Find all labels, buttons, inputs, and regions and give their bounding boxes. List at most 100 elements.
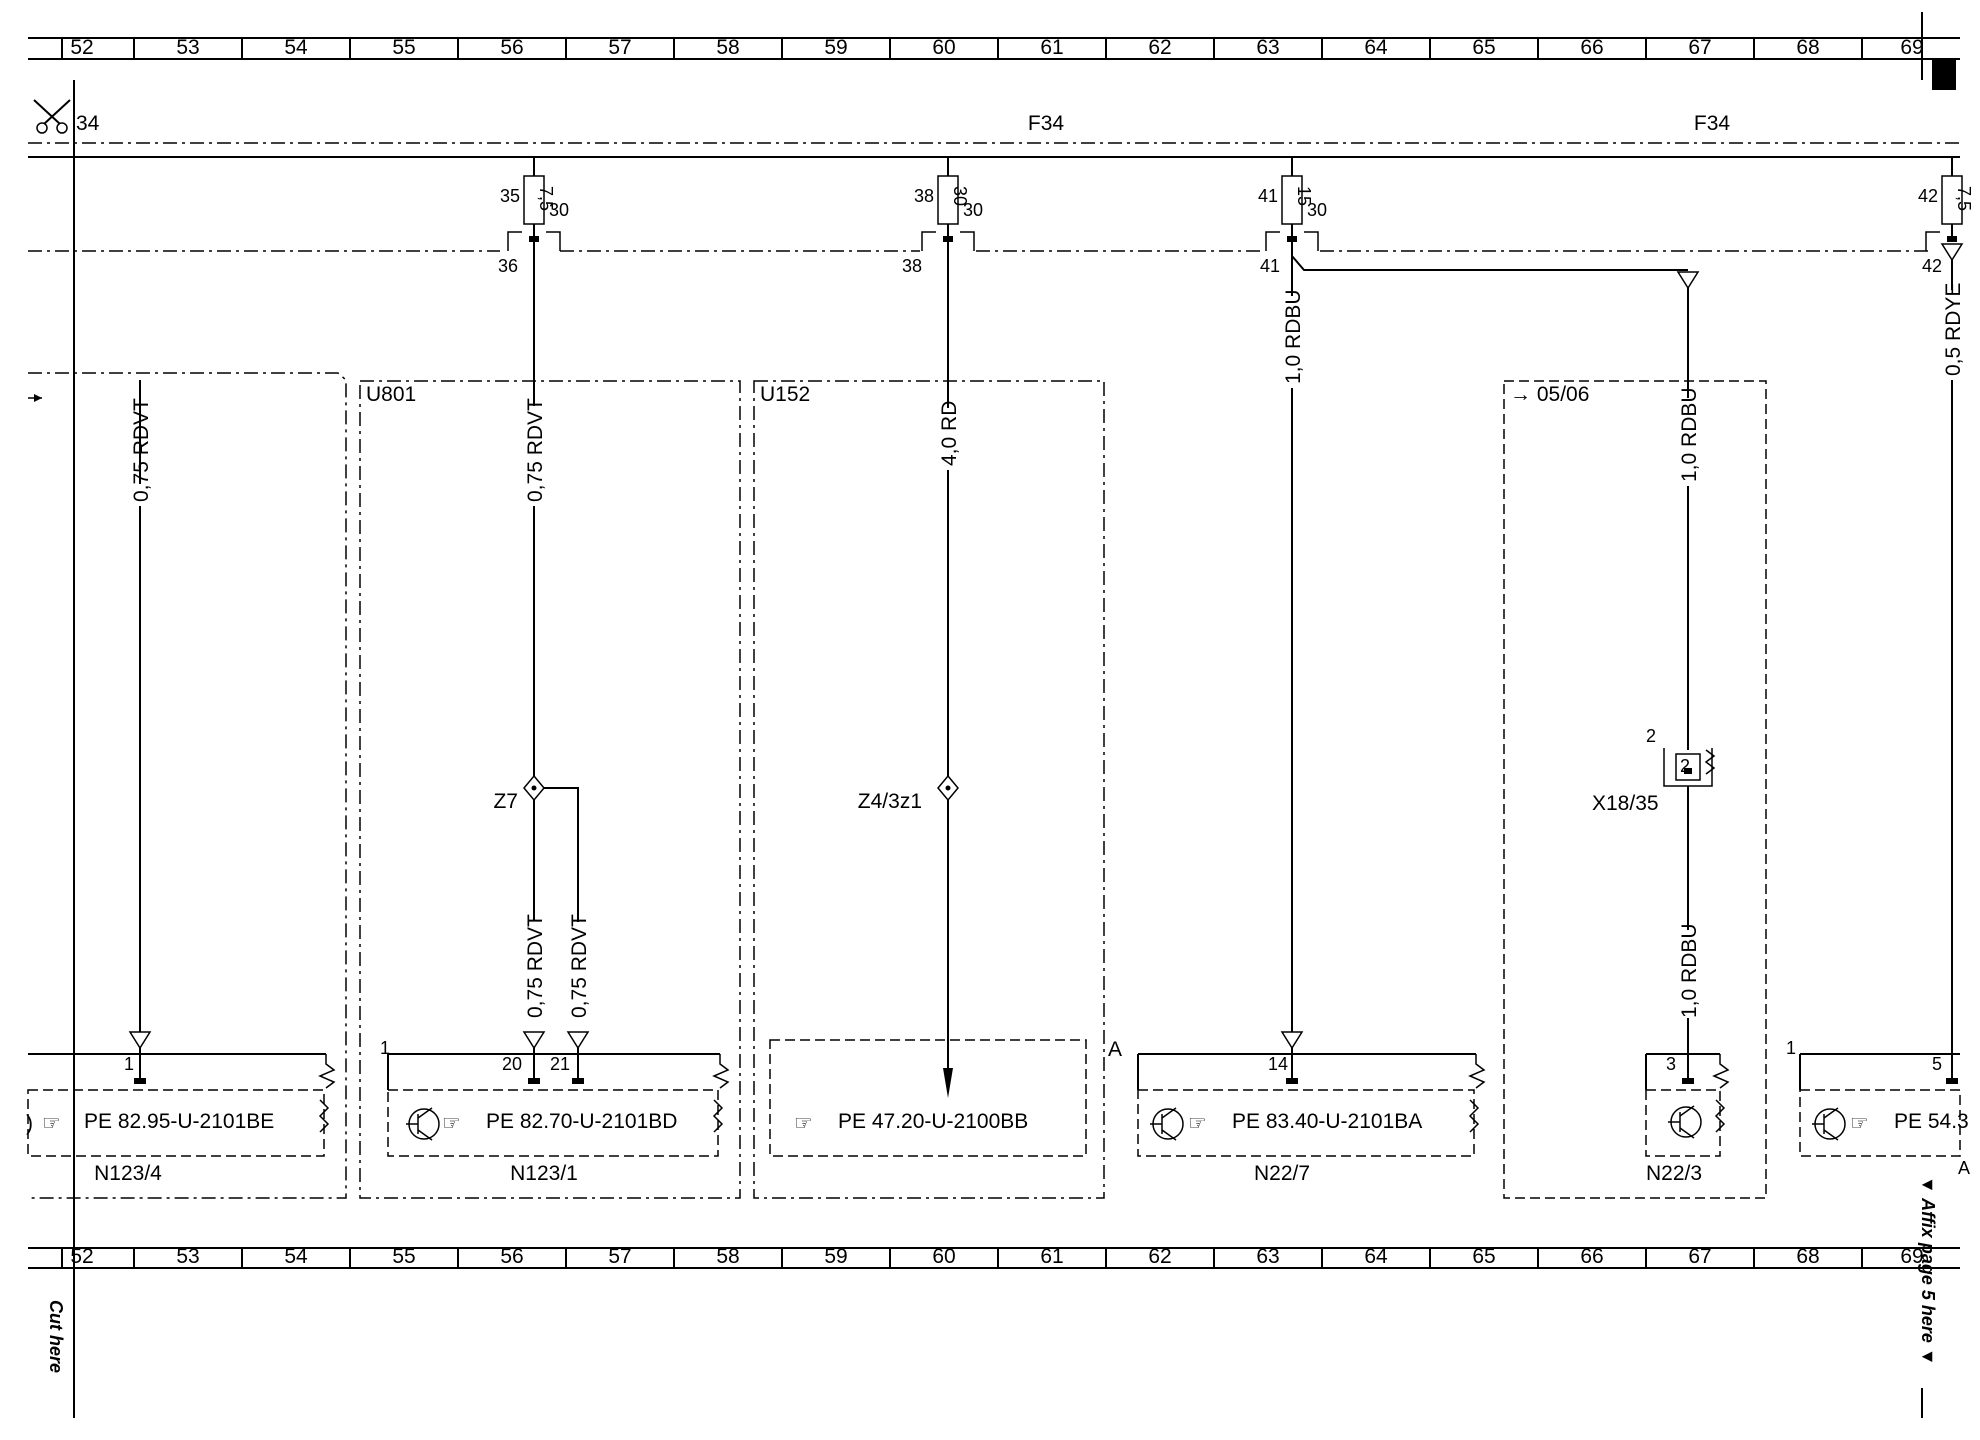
grid-cell-69: 69 [1900, 1245, 1923, 1268]
ground-arrow-icon [566, 1031, 590, 1050]
pin-number: 3 [1666, 1054, 1676, 1074]
grid-cell-55: 55 [392, 1245, 415, 1268]
zone-label: U801 [366, 383, 416, 406]
transistor-icon [1668, 1105, 1702, 1139]
fuse-terminal: 30 [549, 200, 569, 220]
fuse-connector: 42 [1922, 256, 1942, 276]
component-id: N22/7 [1254, 1162, 1310, 1185]
fuse-connector: 36 [498, 256, 518, 276]
scissors-icon [33, 99, 71, 134]
grid-cell-60: 60 [932, 36, 955, 59]
component-ref: PE 54.3 [1894, 1110, 1969, 1133]
grid-cell-52: 52 [70, 36, 93, 59]
grid-cell-57: 57 [608, 1245, 631, 1268]
ground-arrow-icon [128, 1031, 152, 1050]
splice-label: Z4/3z1 [858, 790, 922, 813]
wire-label: 0,5 RDYE [1942, 283, 1965, 376]
grid-cell-56: 56 [500, 36, 523, 59]
pointing-hand-icon: ☞ [1188, 1112, 1207, 1135]
grid-cell-67: 67 [1688, 1245, 1711, 1268]
ground-arrow-icon [1940, 243, 1964, 262]
cut-here-note: Cut here [46, 1300, 66, 1373]
bus-label-f34-right: F34 [1694, 112, 1731, 135]
fuse-connector: 38 [902, 256, 922, 276]
fuse-41: 15 41 30 41 [1258, 157, 1327, 276]
component-ref: PE 83.40-U-2101BA [1232, 1110, 1422, 1133]
grid-cell-59: 59 [824, 1245, 847, 1268]
connector-pin-outer: 2 [1646, 726, 1656, 746]
grid-cell-64: 64 [1364, 1245, 1388, 1268]
fuse-rating: 7,5 [536, 186, 556, 211]
grid-cell-60: 60 [932, 1245, 955, 1268]
fuse-connector: 41 [1260, 256, 1280, 276]
component-id: N22/3 [1646, 1162, 1702, 1185]
fuse-rating: 7,5 [1954, 186, 1974, 211]
grid-cell-65: 65 [1472, 1245, 1495, 1268]
grid-cell-68: 68 [1796, 1245, 1819, 1268]
grid-cell-54: 54 [284, 36, 308, 59]
fuse-35: 7,5 35 30 36 [498, 157, 569, 276]
grid-cell-52: 52 [70, 1245, 93, 1268]
grid-cell-63: 63 [1256, 1245, 1279, 1268]
arrow-icon [28, 394, 42, 402]
pointing-hand-icon: ☞ [1850, 1112, 1869, 1135]
component-id: N123/4 [94, 1162, 162, 1185]
grid-cell-65: 65 [1472, 36, 1495, 59]
grid-cell-53: 53 [176, 36, 199, 59]
component-ref: PE 47.20-U-2100BB [838, 1110, 1028, 1133]
grid-cell-59: 59 [824, 36, 847, 59]
grid-cell-57: 57 [608, 36, 631, 59]
fuse-id: 42 [1918, 186, 1938, 206]
corner-label: A [1108, 1038, 1122, 1061]
grid-cell-61: 61 [1040, 36, 1063, 59]
wire-label: 0,75 RDVT [130, 398, 153, 502]
zone-u801 [359, 380, 741, 1199]
fuse-rating: 30 [950, 186, 970, 206]
ground-arrow-icon [1280, 1031, 1304, 1050]
pointing-hand-icon: ☞ [42, 1112, 61, 1135]
fuse-38: 30 38 30 38 [902, 157, 983, 276]
splice-z7 [523, 774, 545, 802]
fuse-terminal: 30 [963, 200, 983, 220]
wire-label: 1,0 RDBU [1678, 387, 1701, 482]
grid-cell-62: 62 [1148, 36, 1171, 59]
pointing-hand-icon: ☞ [794, 1112, 813, 1135]
wire-label: 1,0 RDBU [1282, 289, 1305, 384]
grid-cell-58: 58 [716, 36, 739, 59]
corner-label: 1 [1786, 1038, 1796, 1058]
wire-arrow-icon [943, 1068, 953, 1098]
zone-reference: → 05/06 [1510, 383, 1589, 406]
transistor-icon [1150, 1107, 1184, 1141]
paren-glyph: ) [26, 1112, 33, 1135]
grid-cell-58: 58 [716, 1245, 739, 1268]
fuse-id: 35 [500, 186, 520, 206]
connector-label: X18/35 [1592, 792, 1659, 815]
affix-page-note: ▼ Affix page 5 here ▼ [1918, 1176, 1938, 1366]
grid-cell-66: 66 [1580, 1245, 1603, 1268]
grid-ruler-bottom: 52 53 54 55 56 57 58 59 60 61 62 63 64 6… [28, 1245, 1960, 1269]
zone-0506 [1503, 380, 1767, 1199]
fuse-id: 38 [914, 186, 934, 206]
wire-label: 4,0 RD [938, 401, 961, 466]
component-pe-54-3: 1 5 ☞ PE 54.3 A [1786, 1038, 1970, 1178]
ground-arrow-icon [522, 1031, 546, 1050]
fuse-id: 41 [1258, 186, 1278, 206]
bus-label-f34-center: F34 [1028, 112, 1065, 135]
grid-cell-62: 62 [1148, 1245, 1171, 1268]
connector-x18-35: 2 2 [1646, 726, 1716, 787]
pointing-hand-icon: ☞ [442, 1112, 461, 1135]
component-ref: PE 82.95-U-2101BE [84, 1110, 274, 1133]
grid-cell-53: 53 [176, 1245, 199, 1268]
grid-cell-69: 69 [1900, 36, 1923, 59]
grid-cell-66: 66 [1580, 36, 1603, 59]
pin-number: 1 [124, 1054, 134, 1074]
grid-cell-64: 64 [1364, 36, 1388, 59]
wire-label: 0,75 RDVT [568, 914, 591, 1018]
fuse-terminal: 30 [1307, 200, 1327, 220]
pin-number: 5 [1932, 1054, 1942, 1074]
component-n123-1: 1 20 21 ☞ PE 82.70-U-2101BD N123/1 [380, 1038, 730, 1185]
transistor-icon [406, 1107, 440, 1141]
wire-label: 1,0 RDBU [1678, 923, 1701, 1018]
wire-label: 0,75 RDVT [524, 914, 547, 1018]
